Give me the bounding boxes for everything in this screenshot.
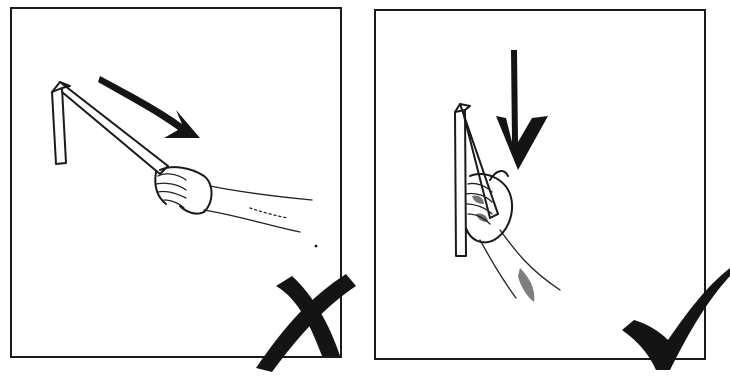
check-mark-icon <box>622 268 730 370</box>
lever-icon <box>455 104 498 256</box>
arrow-down-icon <box>496 50 548 170</box>
hand-icon <box>466 171 560 302</box>
lever-icon <box>52 82 168 174</box>
arrow-down-right-icon <box>98 76 200 138</box>
panel-correct-frame <box>375 10 705 359</box>
panel-correct <box>375 10 730 370</box>
panel-incorrect <box>11 8 356 372</box>
hand-icon <box>155 167 317 247</box>
panel-incorrect-frame <box>11 8 341 357</box>
